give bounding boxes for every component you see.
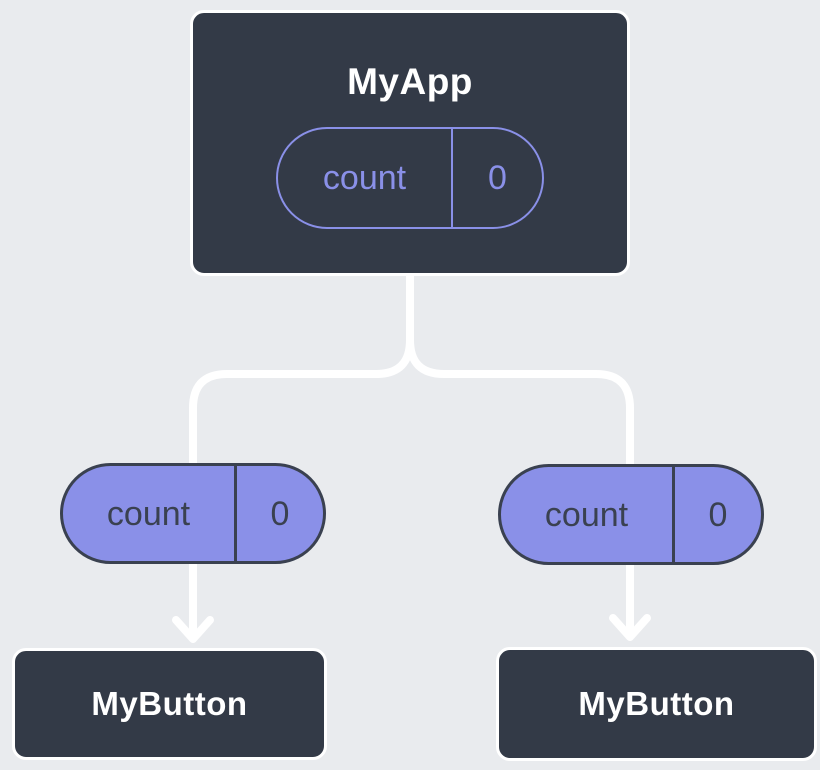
- prop-pill-right-value: 0: [708, 495, 728, 534]
- state-pill-value: 0: [488, 158, 507, 197]
- node-mybutton-left-title: MyButton: [91, 685, 248, 722]
- state-pill-myapp: count 0: [276, 126, 544, 229]
- prop-pill-right-name: count: [501, 467, 675, 562]
- prop-pill-left-name: count: [63, 466, 237, 561]
- prop-pill-right: count 0: [498, 464, 764, 565]
- arrowhead-down-left-icon: [172, 616, 214, 643]
- state-pill-name: count: [278, 128, 453, 227]
- node-mybutton-right-title: MyButton: [578, 685, 735, 722]
- node-mybutton-left: MyButton: [12, 648, 327, 760]
- arrowhead-down-right-icon: [609, 614, 651, 641]
- prop-pill-left: count 0: [60, 463, 326, 564]
- node-mybutton-right: MyButton: [496, 647, 817, 761]
- prop-pill-left-value: 0: [270, 494, 290, 533]
- connector-root-to-left-child: [189, 272, 414, 637]
- node-myapp: MyApp count 0: [190, 10, 630, 276]
- node-myapp-title: MyApp: [347, 61, 473, 102]
- connector-root-to-right-child: [406, 272, 634, 635]
